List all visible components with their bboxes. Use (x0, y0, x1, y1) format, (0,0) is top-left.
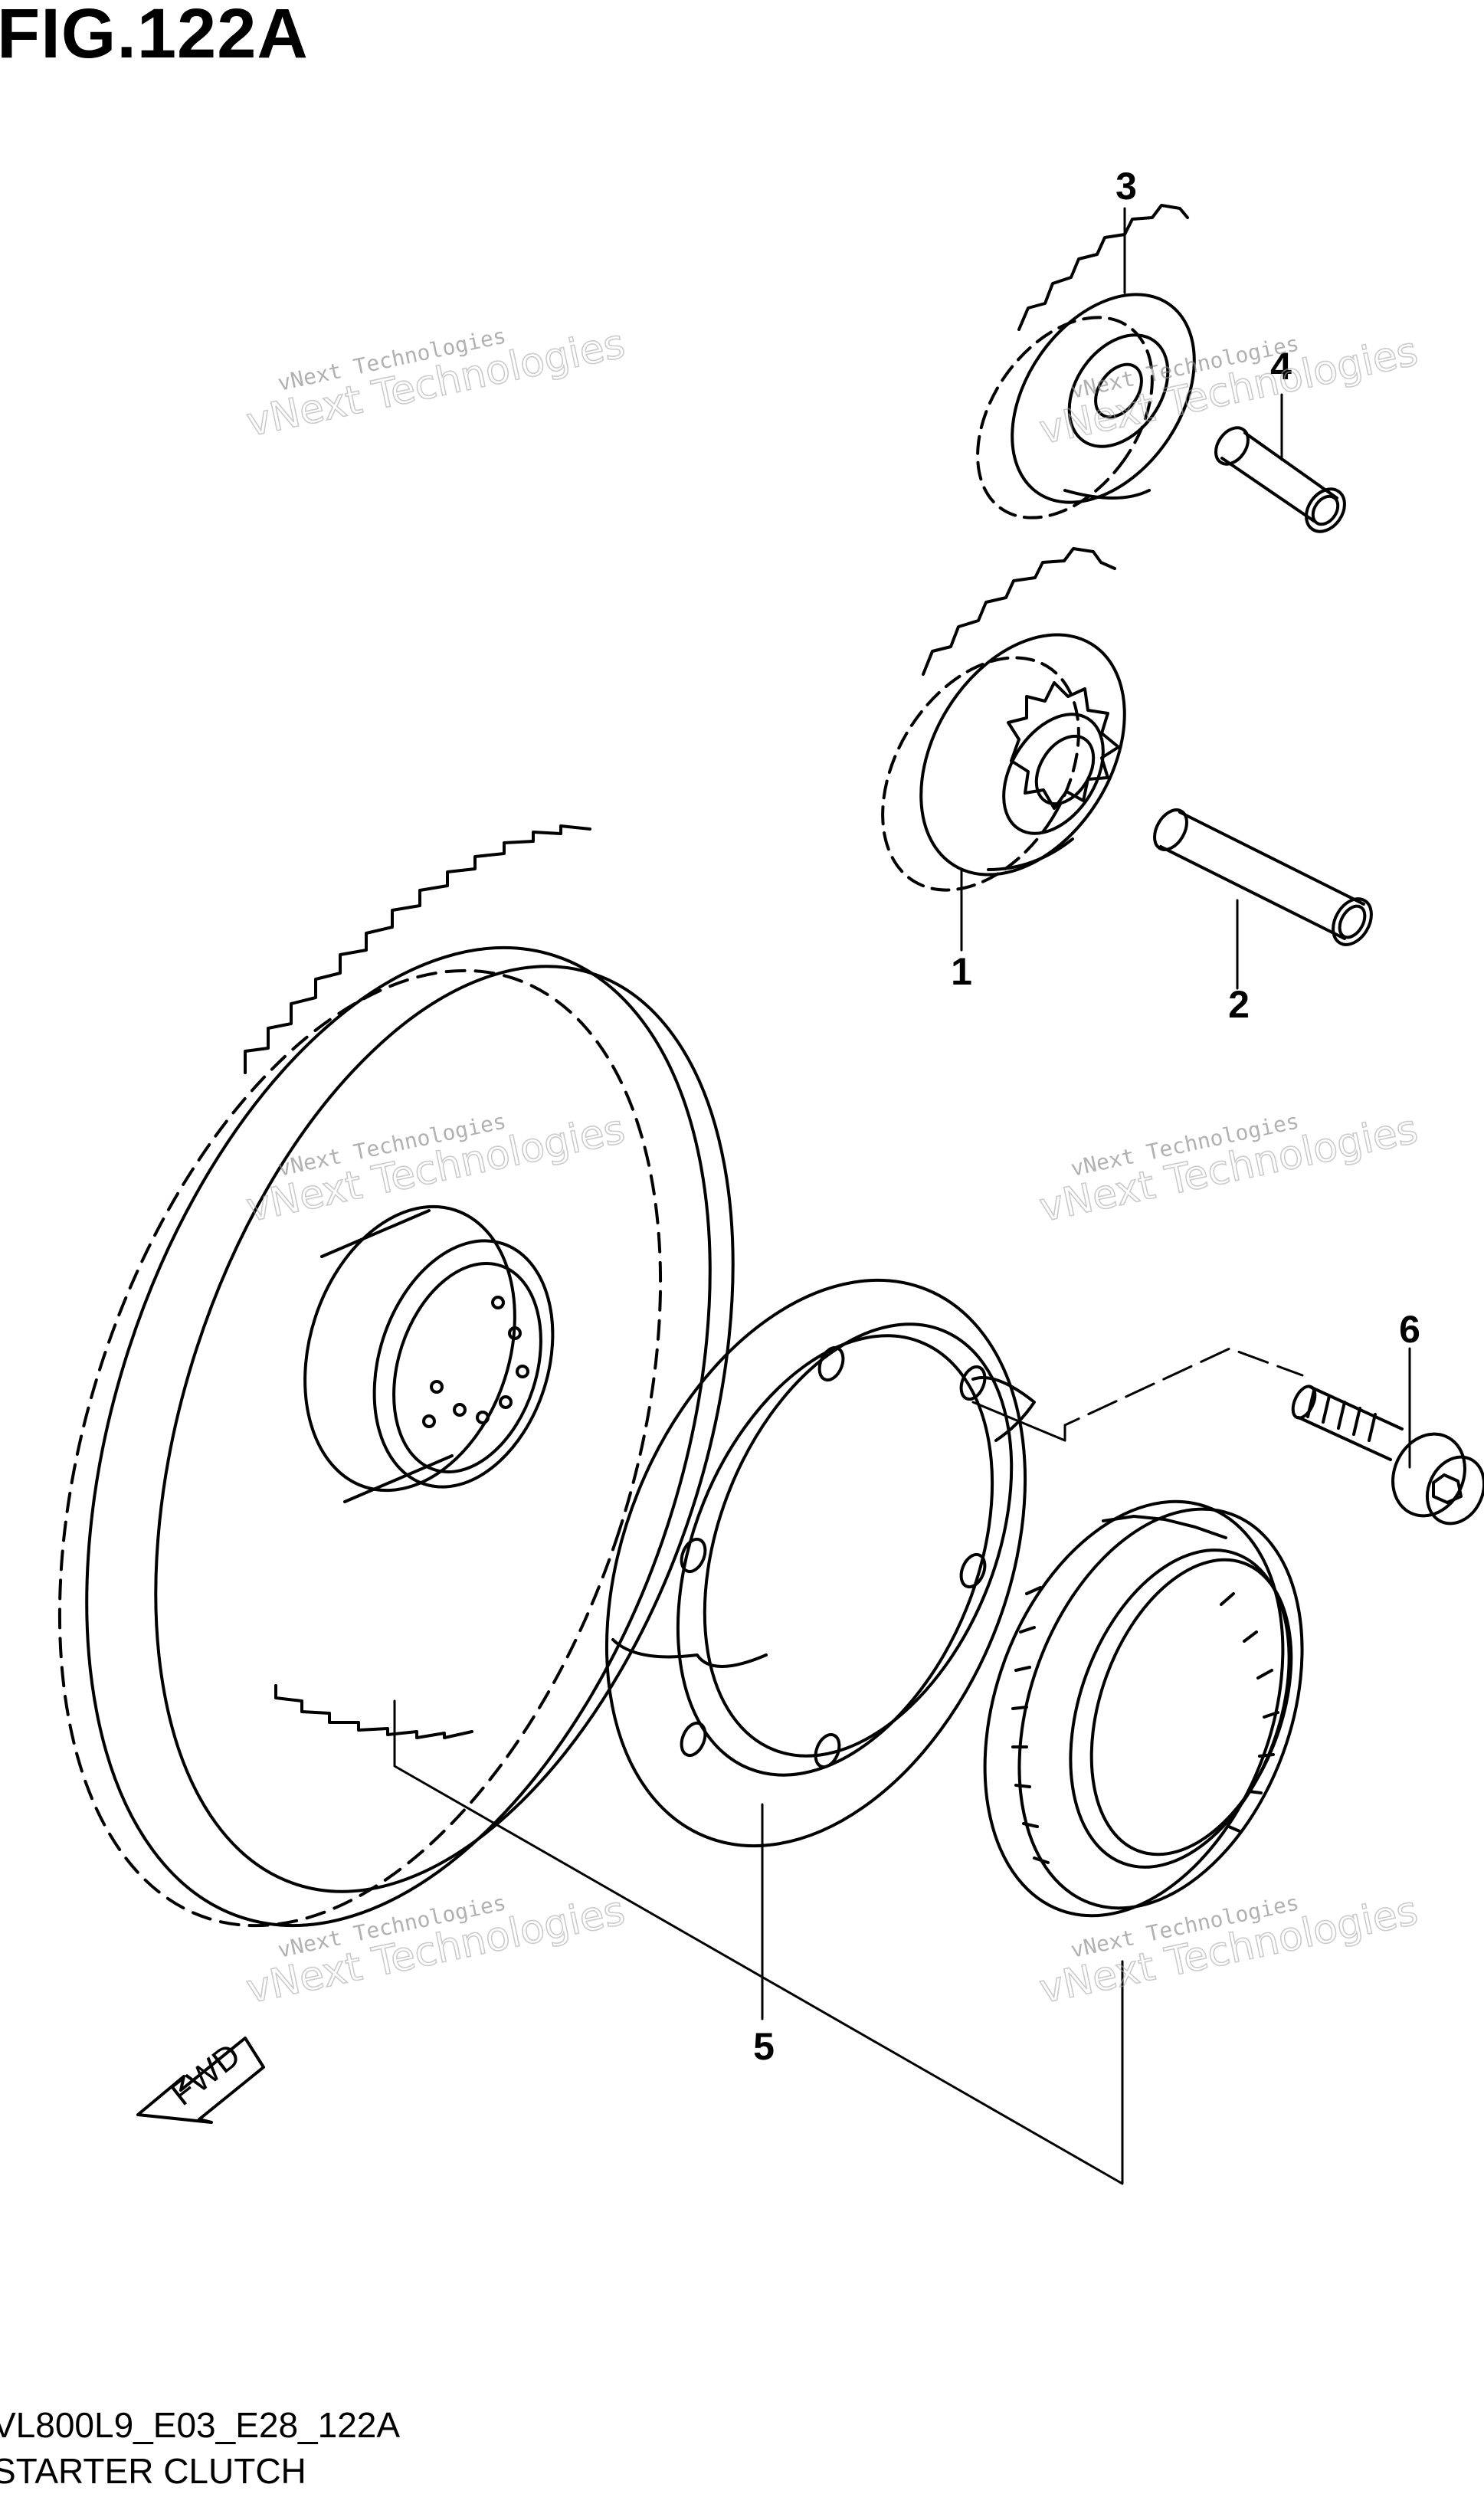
one-way-clutch (983, 1499, 1304, 1918)
figure-name: STARTER CLUTCH (0, 2451, 306, 2491)
part-6-bolt (1291, 1385, 1484, 1526)
part-1-idle-gear (881, 547, 1126, 892)
figure-code: VL800L9_E03_E28_122A (0, 2405, 401, 2445)
leader-lines (393, 207, 1411, 2185)
part-5-clutch-housing (604, 1278, 1036, 1848)
starter-driven-gear (57, 824, 735, 1928)
part-3-idle-gear (976, 204, 1196, 519)
callout-3: 3 (1115, 165, 1137, 208)
callout-1: 1 (951, 950, 972, 993)
part-4-shaft (1214, 426, 1346, 533)
part-2-shaft (1153, 808, 1373, 946)
fwd-arrow-icon (136, 2037, 265, 2124)
callout-6: 6 (1399, 1308, 1420, 1351)
callout-numbers: 3 4 1 2 6 5 (753, 165, 1420, 2068)
callout-4: 4 (1270, 345, 1292, 388)
callout-2: 2 (1228, 983, 1250, 1026)
callout-5: 5 (753, 2025, 775, 2068)
watermarks: vNext Technologies vNext Technologies vN… (242, 320, 1423, 2014)
figure-title: FIG.122A (0, 0, 309, 73)
